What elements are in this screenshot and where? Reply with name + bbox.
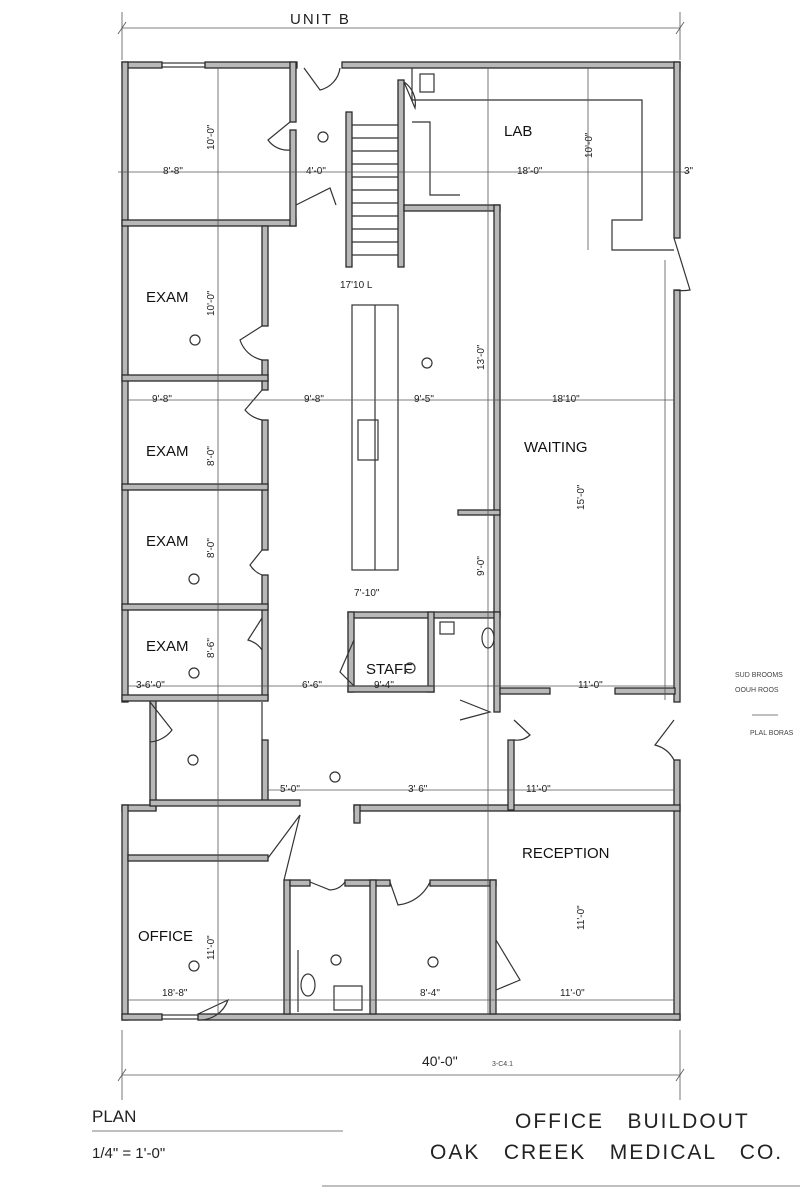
dim-waiting-height: 15'-0" xyxy=(576,484,587,510)
room-label-staff: STAFF xyxy=(366,661,412,678)
dim-office-height: 11'-0" xyxy=(206,935,217,960)
dim-exam-1-height: 10'-0" xyxy=(206,290,217,316)
fixtures xyxy=(149,62,691,1021)
dim-corridor-height-a: 13'-0" xyxy=(476,344,487,370)
side-note-1: SUD BROOMS xyxy=(735,672,783,679)
dim-lab-height: 10'-0" xyxy=(584,132,595,158)
room-label-office: OFFICE xyxy=(138,928,193,945)
dim-corridor-width: 9'-8" xyxy=(304,394,324,405)
dim-island-width: 7'-10" xyxy=(354,588,380,599)
dim-reception-height: 11'-0" xyxy=(576,905,587,930)
room-label-lab: LAB xyxy=(504,123,532,140)
top-dimension xyxy=(117,12,685,60)
dim-staff-width: 9'-4" xyxy=(374,680,394,691)
room-label-reception: RECEPTION xyxy=(522,845,610,862)
dim-vestibule-width: 4'-0" xyxy=(306,166,326,177)
dim-exam-width: 9'-8" xyxy=(152,394,172,405)
stairs xyxy=(352,124,398,256)
dim-lab-width: 18'-0" xyxy=(517,166,543,177)
dim-hall-a: 5'-0" xyxy=(280,784,300,795)
dim-room-4-width: 8'-4" xyxy=(420,988,440,999)
room-label-waiting: WAITING xyxy=(524,439,588,456)
side-note-2: OOUH ROOS xyxy=(735,687,779,694)
dim-left-hall: 3-6'-0" xyxy=(136,680,165,691)
project-title-line-1: OFFICE BUILDOUT xyxy=(515,1110,750,1133)
toilet xyxy=(300,973,316,997)
dim-island-side: 9'-5" xyxy=(414,394,434,405)
dimension-lines xyxy=(117,68,690,1100)
room-tags xyxy=(187,131,439,972)
unit-label: UNIT B xyxy=(290,11,351,28)
dim-overall-width: 40'-0" xyxy=(422,1053,458,1069)
dim-corridor-length: 17'10 L xyxy=(340,280,373,291)
room-label-exam-2: EXAM xyxy=(146,443,189,460)
dim-waiting-width: 18'10" xyxy=(552,394,580,405)
dim-exam-4-height: 8'-6" xyxy=(206,638,217,658)
dim-lab-edge: 3" xyxy=(684,166,694,177)
project-title-line-2: OAK CREEK MEDICAL CO. xyxy=(430,1141,783,1164)
room-label-exam-4: EXAM xyxy=(146,638,189,655)
dim-office-width: 18'-8" xyxy=(162,988,188,999)
plan-label: PLAN xyxy=(92,1107,136,1126)
dim-overall-note: 3-C4.1 xyxy=(492,1061,513,1068)
dim-staff-hall: 6'-6" xyxy=(302,680,322,691)
dim-hall-c: 11'-0" xyxy=(526,784,551,795)
dim-exam-2-height: 8'-0" xyxy=(206,446,217,466)
dim-hall-b: 3' 6" xyxy=(408,784,428,795)
dimension-labels: 8'-8" 10'-0" 4'-0" 18'-0" 10'-0" 3" 17'1… xyxy=(136,124,694,1069)
dim-top-left-height: 10'-0" xyxy=(206,124,217,150)
room-label-exam-3: EXAM xyxy=(146,533,189,550)
dim-exam-3-height: 8'-0" xyxy=(206,538,217,558)
walls xyxy=(121,61,681,1021)
plan-scale: 1/4" = 1'-0" xyxy=(92,1145,165,1162)
dim-corridor-height-b: 9'-0" xyxy=(476,556,487,576)
dim-waiting-lower: 11'-0" xyxy=(578,680,603,691)
side-note-3: PLAL BORAS xyxy=(750,730,794,737)
dim-reception-width: 11'-0" xyxy=(560,988,585,999)
room-label-exam-1: EXAM xyxy=(146,289,189,306)
dim-top-left-width: 8'-8" xyxy=(163,166,183,177)
